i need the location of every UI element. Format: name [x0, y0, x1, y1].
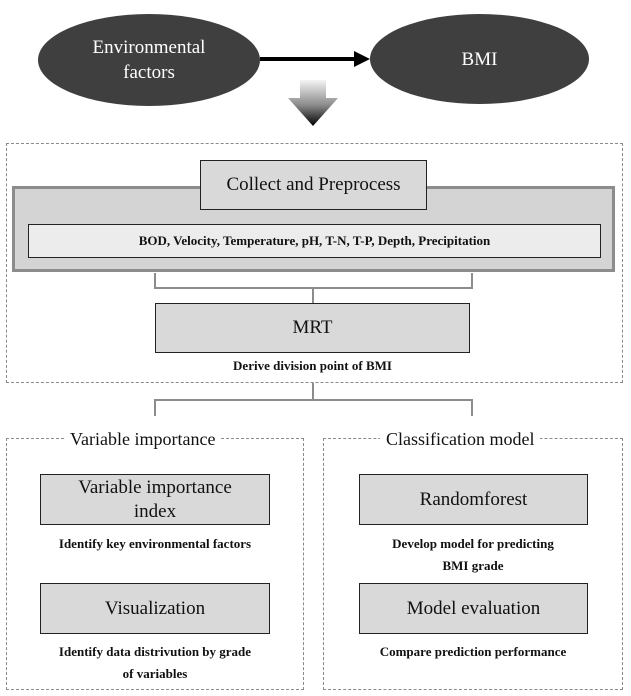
mrt-split-connector — [154, 383, 473, 416]
environmental-factors-node: Environmental factors — [38, 14, 260, 106]
visualization-box: Visualization — [40, 583, 270, 634]
randomforest-label: Randomforest — [419, 488, 528, 510]
variable-importance-index-box: Variable importance index — [40, 474, 270, 525]
mrt-title: MRT — [292, 317, 333, 338]
bmi-node: BMI — [370, 14, 589, 104]
collect-preprocess-box: Collect and Preprocess — [200, 160, 427, 210]
down-arrow-icon — [288, 80, 338, 126]
model-evaluation-box: Model evaluation — [359, 583, 588, 634]
randomforest-caption-line1: Develop model for predicting — [392, 536, 554, 551]
randomforest-caption-line2: BMI grade — [442, 558, 504, 573]
variable-importance-index-label: Variable importance index — [78, 476, 232, 522]
visualization-caption: Identify data distrivution by grade of v… — [10, 641, 300, 685]
visualization-caption-line2: of variables — [122, 666, 188, 681]
variable-importance-caption: Identify key environmental factors — [58, 536, 252, 551]
randomforest-box: Randomforest — [359, 474, 588, 525]
randomforest-caption: Develop model for predicting BMI grade — [328, 533, 618, 577]
classification-model-legend: Classification model — [380, 428, 541, 450]
model-evaluation-label: Model evaluation — [406, 597, 541, 619]
collect-to-mrt-connector — [154, 273, 473, 303]
right-arrow-icon — [260, 51, 370, 67]
mrt-caption: Derive division point of BMI — [233, 358, 392, 373]
variables-list: BOD, Velocity, Temperature, pH, T-N, T-P… — [138, 233, 491, 248]
environmental-factors-label-line2: factors — [123, 62, 175, 83]
mrt-box: MRT — [155, 303, 470, 353]
visualization-caption-line1: Identify data distrivution by grade — [58, 644, 252, 659]
preprocess-mrt-section — [6, 143, 623, 383]
environmental-factors-label-line1: Environmental — [92, 37, 206, 58]
model-evaluation-caption: Compare prediction performance — [379, 644, 567, 659]
variable-importance-legend: Variable importance — [64, 428, 222, 450]
visualization-label: Visualization — [104, 597, 206, 619]
bmi-label: BMI — [461, 48, 498, 70]
variables-bar: BOD, Velocity, Temperature, pH, T-N, T-P… — [28, 224, 601, 258]
collect-preprocess-title: Collect and Preprocess — [226, 174, 401, 195]
